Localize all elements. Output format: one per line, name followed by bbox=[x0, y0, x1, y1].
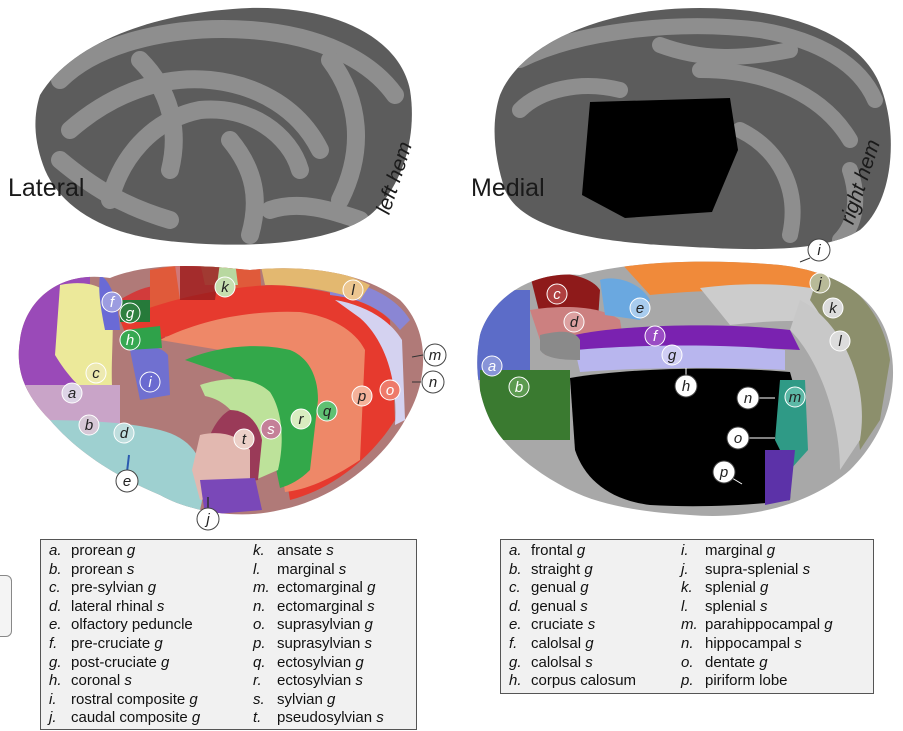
legend-row: j.caudal composite g bbox=[49, 709, 200, 728]
legend-row: n.ectomarginal s bbox=[253, 598, 384, 617]
svg-text:m: m bbox=[429, 347, 442, 364]
lateral-marker-a-text: a bbox=[68, 385, 76, 402]
legend-row: o.dentate g bbox=[681, 654, 833, 673]
svg-text:n: n bbox=[429, 374, 437, 391]
svg-text:d: d bbox=[570, 314, 579, 331]
legend-row: i.marginal g bbox=[681, 542, 833, 561]
legend-row: p.piriform lobe bbox=[681, 672, 833, 691]
lateral-marker-f: f bbox=[102, 292, 122, 312]
legend-row: o.suprasylvian g bbox=[253, 616, 384, 635]
svg-text:q: q bbox=[323, 403, 332, 420]
legend-row: d.genual s bbox=[509, 598, 640, 617]
legend-row: t.pseudosylvian s bbox=[253, 709, 384, 728]
svg-text:g: g bbox=[668, 347, 677, 364]
medial-surface bbox=[495, 8, 891, 249]
lateral-marker-o: o bbox=[380, 380, 400, 400]
legend-row: g.post-cruciate g bbox=[49, 654, 200, 673]
svg-text:m: m bbox=[789, 389, 802, 406]
medial-marker-b: b bbox=[509, 377, 529, 397]
svg-text:o: o bbox=[386, 382, 394, 399]
svg-text:h: h bbox=[126, 332, 134, 349]
medial-marker-c: c bbox=[547, 284, 567, 304]
lateral-marker-i: i bbox=[140, 372, 160, 392]
svg-text:h: h bbox=[682, 378, 690, 395]
lateral-marker-k: k bbox=[215, 277, 235, 297]
lateral-marker-a: a bbox=[62, 383, 82, 403]
lateral-surface bbox=[35, 8, 411, 245]
medial-legend-col-2: i.marginal g j.supra-splenial s k.spleni… bbox=[681, 542, 833, 691]
svg-text:e: e bbox=[123, 473, 131, 490]
legend-row: k.splenial g bbox=[681, 579, 833, 598]
legend-row: m.parahippocampal g bbox=[681, 616, 833, 635]
medial-marker-k: k bbox=[823, 298, 843, 318]
lateral-legend-col-2: k.ansate s l.marginal s m.ectomarginal g… bbox=[253, 542, 384, 728]
lateral-marker-s: s bbox=[261, 419, 281, 439]
legend-row: h.corpus calosum bbox=[509, 672, 640, 691]
legend-row: b.prorean s bbox=[49, 561, 200, 580]
svg-text:b: b bbox=[85, 417, 93, 434]
legend-row: e.olfactory peduncle bbox=[49, 616, 200, 635]
svg-text:o: o bbox=[734, 430, 742, 447]
svg-text:d: d bbox=[120, 425, 129, 442]
legend-row: m.ectomarginal g bbox=[253, 579, 384, 598]
lateral-marker-l: l bbox=[343, 280, 363, 300]
medial-marker-a: a bbox=[482, 356, 502, 376]
legend-row: s.sylvian g bbox=[253, 691, 384, 710]
legend-row: a.prorean g bbox=[49, 542, 200, 561]
lateral-legend: a.prorean g b.prorean s c.pre-sylvian g … bbox=[40, 539, 417, 730]
legend-row: e.cruciate s bbox=[509, 616, 640, 635]
lateral-view-label: Lateral bbox=[8, 174, 84, 203]
svg-text:b: b bbox=[515, 379, 523, 396]
lateral-marker-h: h bbox=[120, 330, 140, 350]
medial-marker-e: e bbox=[630, 298, 650, 318]
legend-row: c.genual g bbox=[509, 579, 640, 598]
svg-text:e: e bbox=[636, 300, 644, 317]
svg-text:p: p bbox=[357, 388, 366, 405]
legend-row: h.coronal s bbox=[49, 672, 200, 691]
legend-row: p.suprasylvian s bbox=[253, 635, 384, 654]
medial-marker-d: d bbox=[564, 312, 584, 332]
medial-legend-col-1: a.frontal g b.straight g c.genual g d.ge… bbox=[509, 542, 640, 691]
legend-row: k.ansate s bbox=[253, 542, 384, 561]
medial-marker-m: m bbox=[785, 387, 805, 407]
legend-row: i.rostral composite g bbox=[49, 691, 200, 710]
svg-text:p: p bbox=[719, 464, 728, 481]
lateral-marker-r: r bbox=[291, 409, 311, 429]
legend-row: n.hippocampal s bbox=[681, 635, 833, 654]
lateral-legend-col-1: a.prorean g b.prorean s c.pre-sylvian g … bbox=[49, 542, 200, 728]
legend-row: c.pre-sylvian g bbox=[49, 579, 200, 598]
side-tab bbox=[0, 575, 12, 637]
legend-row: f.calolsal g bbox=[509, 635, 640, 654]
svg-text:c: c bbox=[553, 286, 561, 303]
legend-row: l.marginal s bbox=[253, 561, 384, 580]
legend-row: q.ectosylvian g bbox=[253, 654, 384, 673]
legend-row: b.straight g bbox=[509, 561, 640, 580]
lateral-marker-c: c bbox=[86, 363, 106, 383]
lateral-marker-d: d bbox=[114, 423, 134, 443]
lateral-marker-t: t bbox=[234, 429, 254, 449]
lateral-marker-g: g bbox=[120, 303, 140, 323]
medial-legend: a.frontal g b.straight g c.genual g d.ge… bbox=[500, 539, 874, 694]
svg-text:a: a bbox=[488, 358, 496, 375]
svg-text:g: g bbox=[126, 305, 135, 322]
svg-text:s: s bbox=[267, 421, 275, 438]
legend-row: f.pre-cruciate g bbox=[49, 635, 200, 654]
legend-row: l.splenial s bbox=[681, 598, 833, 617]
legend-row: g.calolsal s bbox=[509, 654, 640, 673]
medial-view-label: Medial bbox=[471, 174, 545, 203]
legend-row: r.ectosylvian s bbox=[253, 672, 384, 691]
svg-text:n: n bbox=[744, 390, 752, 407]
medial-marker-l: l bbox=[830, 331, 850, 351]
lateral-marker-b: b bbox=[79, 415, 99, 435]
lateral-marker-p: p bbox=[352, 386, 372, 406]
medial-marker-j: j bbox=[810, 273, 830, 293]
medial-marker-g: g bbox=[662, 345, 682, 365]
legend-row: a.frontal g bbox=[509, 542, 640, 561]
lateral-marker-q: q bbox=[317, 401, 337, 421]
medial-marker-f: f bbox=[645, 326, 665, 346]
legend-row: d.lateral rhinal s bbox=[49, 598, 200, 617]
legend-row: j.supra-splenial s bbox=[681, 561, 833, 580]
svg-text:c: c bbox=[92, 365, 100, 382]
